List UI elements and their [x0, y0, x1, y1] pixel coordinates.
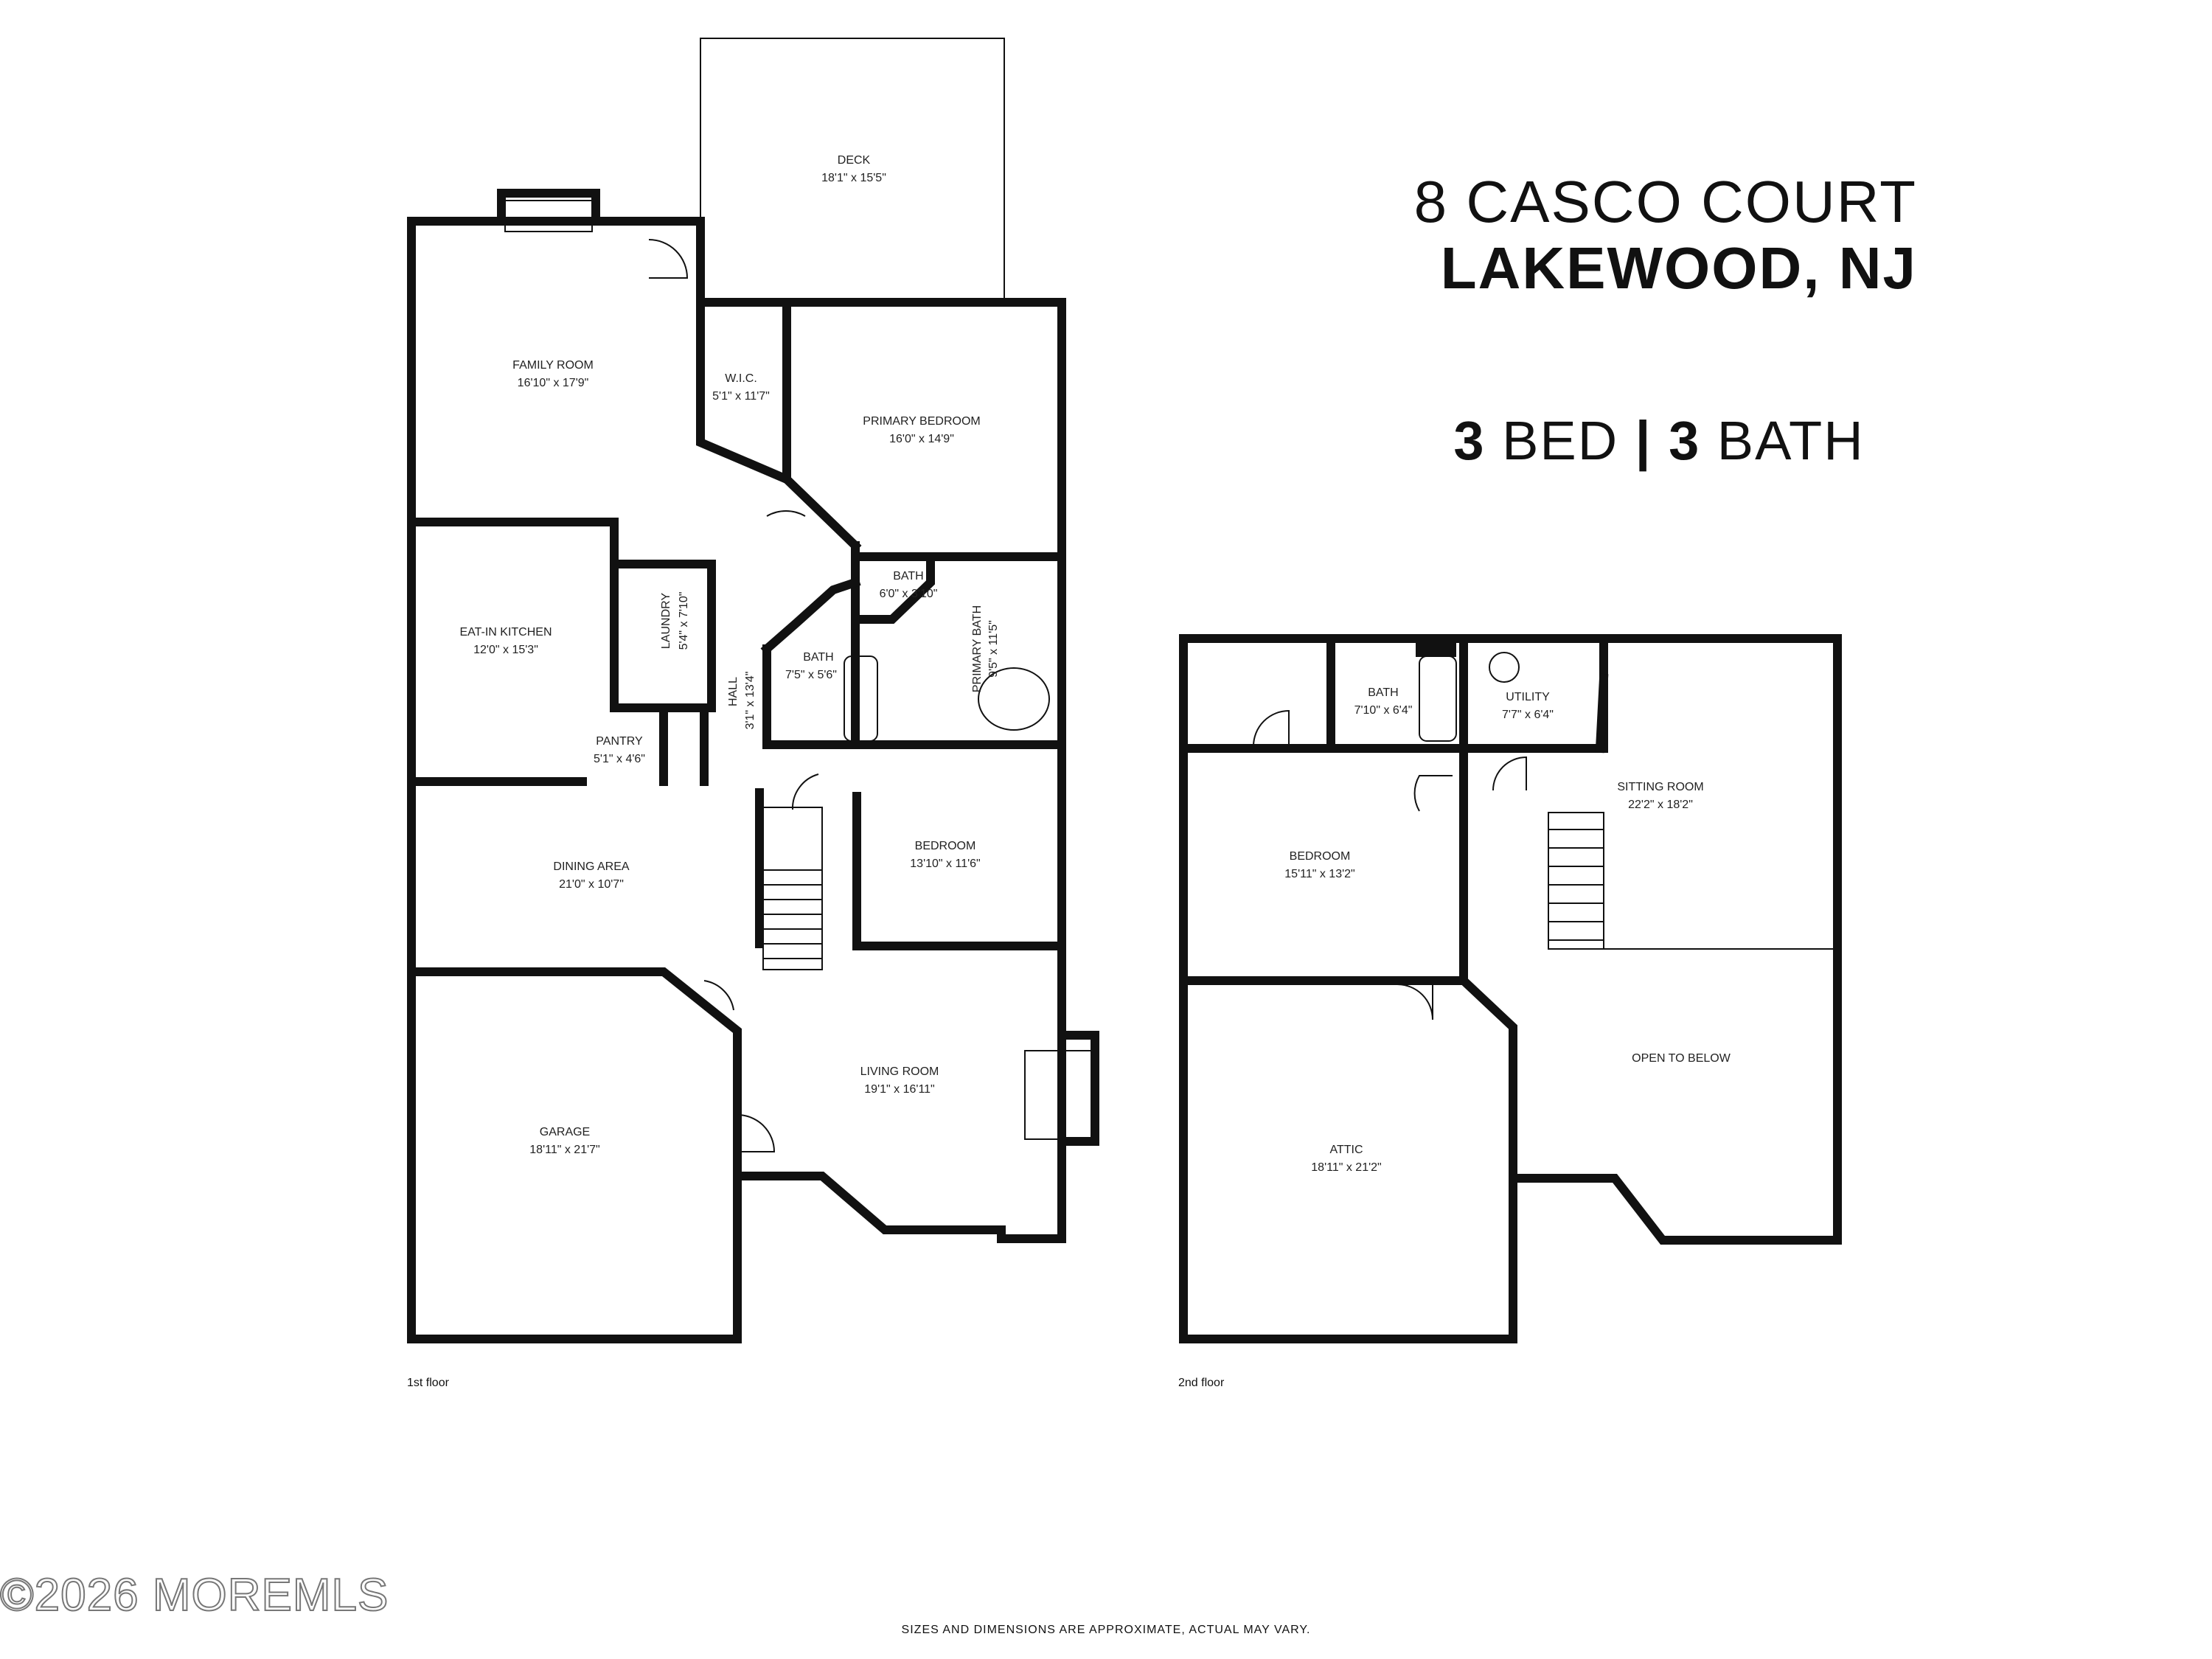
deck-dim: 18'1" x 15'5" — [821, 172, 886, 184]
bathtub-icon — [844, 655, 878, 742]
pantry-dim: 5'1" x 4'6" — [594, 753, 645, 765]
wic-name: W.I.C. — [725, 372, 757, 385]
primary-bath-name: PRIMARY BATH — [971, 605, 984, 692]
water-heater-icon — [1489, 652, 1520, 683]
fireplace-icon — [1024, 1050, 1096, 1140]
second-floor-labels: BATH 7'10" x 6'4" UTILITY 7'7" x 6'4" SI… — [1284, 686, 1731, 1174]
attic-dim: 18'11" x 21'2" — [1311, 1161, 1381, 1174]
second-floor-label: 2nd floor — [1178, 1377, 1225, 1389]
second-floor — [1179, 634, 1842, 1343]
laundry-dim: 5'4" x 7'10" — [678, 592, 690, 650]
door-icon — [1397, 984, 1433, 1020]
baths-count: 3 — [1669, 410, 1701, 471]
garage-name: GARAGE — [540, 1126, 590, 1138]
fireplace-icon — [504, 200, 593, 232]
chimney-icon — [1416, 639, 1456, 657]
hall-dim: 3'1" x 13'4" — [744, 672, 757, 730]
sitting-room-name: SITTING ROOM — [1617, 781, 1703, 793]
bath-hall-name: BATH — [803, 651, 833, 664]
first-floor — [407, 38, 1099, 1343]
separator: | — [1635, 410, 1652, 471]
first-floor-walls — [407, 189, 1099, 1343]
address-line-2: LAKEWOOD, NJ — [1440, 235, 1917, 301]
door-icon — [1253, 709, 1290, 747]
bath-2-name: BATH — [1368, 686, 1398, 699]
family-room-dim: 16'10" x 17'9" — [518, 377, 589, 389]
bedroom-2-name: BEDROOM — [1290, 850, 1351, 863]
pantry-name: PANTRY — [596, 735, 643, 748]
wic-dim: 5'1" x 11'7" — [712, 390, 770, 403]
second-floor-walls — [1179, 634, 1842, 1343]
bed-bath-summary: 3 BED | 3 BATH — [1445, 409, 1873, 472]
hall-name: HALL — [727, 677, 740, 706]
bedroom-1-name: BEDROOM — [915, 840, 976, 852]
door-icon — [791, 773, 819, 810]
kitchen-dim: 12'0" x 15'3" — [473, 644, 538, 656]
bath-hall-dim: 7'5" x 5'6" — [785, 669, 837, 681]
laundry-name: LAUNDRY — [660, 593, 672, 650]
stairs-icon — [762, 807, 823, 970]
bathtub-icon — [978, 667, 1050, 731]
dining-dim: 21'0" x 10'7" — [559, 878, 624, 891]
beds-count: 3 — [1453, 410, 1486, 471]
address-line-1: 8 CASCO COURT — [1413, 169, 1917, 234]
deck-outline — [700, 38, 1005, 299]
door-icon — [737, 1114, 776, 1152]
baths-label: BATH — [1717, 410, 1865, 471]
door-icon — [1492, 756, 1527, 791]
utility-dim: 7'7" x 6'4" — [1502, 709, 1554, 721]
door-icon — [766, 510, 806, 517]
primary-bedroom-dim: 16'0" x 14'9" — [889, 433, 954, 445]
attic-name: ATTIC — [1329, 1144, 1363, 1156]
door-icon — [703, 980, 734, 1011]
bedroom-1-dim: 13'10" x 11'6" — [910, 858, 980, 870]
door-icon — [1413, 775, 1453, 812]
railing — [1603, 813, 1837, 950]
stairs-icon — [1548, 812, 1604, 950]
utility-name: UTILITY — [1506, 691, 1550, 703]
bath-small-name: BATH — [893, 570, 923, 582]
first-floor-labels: DECK 18'1" x 15'5" FAMILY ROOM 16'10" x … — [459, 154, 1000, 1156]
disclaimer: SIZES AND DIMENSIONS ARE APPROXIMATE, AC… — [901, 1624, 1311, 1636]
open-to-below-name: OPEN TO BELOW — [1632, 1052, 1731, 1065]
door-icon — [648, 239, 689, 279]
first-floor-label: 1st floor — [407, 1377, 449, 1389]
primary-bath-dim: 9'5" x 11'5" — [987, 620, 1000, 678]
dining-name: DINING AREA — [553, 860, 629, 873]
primary-bedroom-name: PRIMARY BEDROOM — [863, 415, 980, 428]
garage-dim: 18'11" x 21'7" — [529, 1144, 599, 1156]
family-room-name: FAMILY ROOM — [512, 359, 594, 372]
bathtub-icon — [1419, 655, 1457, 742]
living-room-dim: 19'1" x 16'11" — [864, 1083, 934, 1096]
sitting-room-dim: 22'2" x 18'2" — [1628, 799, 1693, 811]
living-room-name: LIVING ROOM — [860, 1065, 939, 1078]
kitchen-name: EAT-IN KITCHEN — [459, 626, 552, 639]
beds-label: BED — [1502, 410, 1619, 471]
bath-small-dim: 6'0" x 3'10" — [880, 588, 938, 600]
bedroom-2-dim: 15'11" x 13'2" — [1284, 868, 1354, 880]
deck-name: DECK — [838, 154, 871, 167]
watermark: ©2026 MOREMLS — [0, 1569, 389, 1621]
bath-2-dim: 7'10" x 6'4" — [1354, 704, 1413, 717]
